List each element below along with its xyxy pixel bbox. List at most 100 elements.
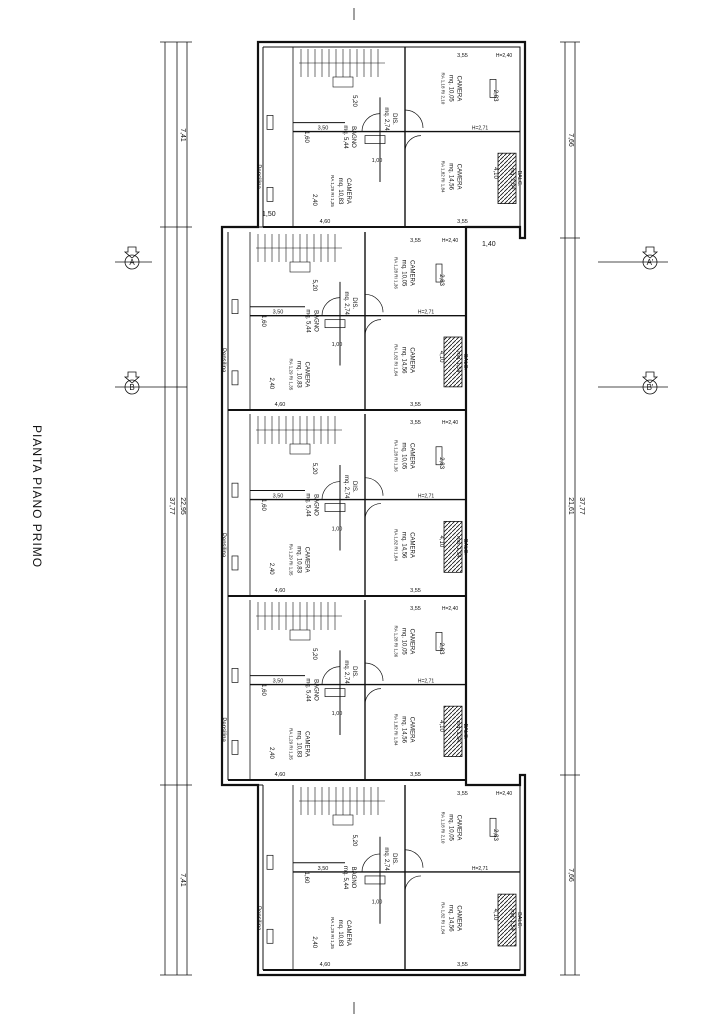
window <box>435 446 443 466</box>
room-area: mq. 1,54 <box>509 909 515 930</box>
door-swing <box>361 853 381 872</box>
room-ratio: RA 1,28 RI 1,36 <box>394 626 399 658</box>
dimension-label: 3,50 <box>318 866 329 872</box>
wardrobe <box>324 503 346 512</box>
wardrobe <box>324 688 346 697</box>
room-name-camera: CAMERA <box>409 629 415 655</box>
room-area: mq. 1,54 <box>455 351 461 372</box>
room-name-dis: DIS. <box>391 853 397 865</box>
room-area: mq. 10,05 <box>448 814 454 841</box>
window <box>266 928 274 944</box>
pensilina-label: Pensilina <box>220 348 226 373</box>
inner-wall-face <box>227 46 521 971</box>
dimension-label: 2,83 <box>492 829 498 841</box>
room-area: mq. 5,44 <box>342 866 348 890</box>
room-area: mq. 10,83 <box>337 920 343 947</box>
room-area: mq. 10,05 <box>448 75 454 102</box>
dimension-label: 1,60 <box>260 499 266 511</box>
room-ratio: RA 1,18 RI 2,10 <box>441 73 446 105</box>
room-name-camera: CAMERA <box>409 717 415 743</box>
dimension-label: 3,50 <box>273 679 284 685</box>
middle-length-right: 21,61 <box>567 497 574 515</box>
dimension-label: 4,10 <box>438 351 444 363</box>
dimension-label: 3,50 <box>318 126 329 132</box>
wall-dimension-right: 1,40 <box>482 241 496 248</box>
room-area: mq. 5,44 <box>305 493 311 517</box>
dimension-label: 2,40 <box>268 377 274 389</box>
room-area: mq. 10,83 <box>296 731 302 758</box>
dimension-label: 5,20 <box>311 648 317 660</box>
dimension-label: 2,40 <box>268 747 274 759</box>
dimension-label: 1,60 <box>260 684 266 696</box>
dimension-label: 4,60 <box>275 402 286 408</box>
room-name-balc: BALC. <box>516 170 522 186</box>
room-name-bagno: BAGNO <box>350 867 356 889</box>
room-area: mq. 14,56 <box>401 532 407 559</box>
height-label: H=2,71 <box>418 679 434 685</box>
balcony <box>443 520 463 573</box>
section-marker-a-left: A <box>115 246 152 270</box>
dimension-label: 3,55 <box>410 588 421 594</box>
window <box>489 817 497 837</box>
height-label: H=2,71 <box>418 494 434 500</box>
door-swing <box>404 135 422 152</box>
room-name-camera: CAMERA <box>409 443 415 469</box>
door-swing <box>364 293 384 313</box>
dimension-label: 3,55 <box>457 219 468 225</box>
room-ratio: RA 1,29 RI 1,35 <box>289 544 294 576</box>
room-ratio: RA 1,29 RI 1,35 <box>289 359 294 391</box>
section-b-right-label: B' <box>647 383 654 392</box>
dimension-label: 3,55 <box>410 402 421 408</box>
room-area: mq. 10,05 <box>401 628 407 655</box>
room-ratio: RA 1,28 RI 1,36 <box>394 440 399 472</box>
room-ratio: RA 1,28 RI 1,36 <box>394 257 399 289</box>
dimension-label: 1,00 <box>372 899 383 905</box>
pensilina-label: Pensilina <box>255 164 261 189</box>
room-name-balc: BALC. <box>462 539 468 555</box>
room-area: mq. 14,56 <box>448 905 454 932</box>
height-label: H=2,40 <box>442 606 458 612</box>
section-marker-b-left: B <box>115 371 187 395</box>
door-swing <box>404 875 422 892</box>
room-name-camera: CAMERA <box>345 178 351 204</box>
balcony <box>497 152 517 204</box>
middle-length-left: 22,95 <box>179 497 186 515</box>
room-ratio: RA 1,82 RI 1,84 <box>441 161 446 193</box>
height-label: H=2,71 <box>418 310 434 316</box>
window <box>489 79 497 98</box>
stair-landing <box>332 76 354 88</box>
room-area: mq. 2,74 <box>383 107 389 131</box>
room-name-balc: BALC. <box>516 912 522 928</box>
stair-landing <box>289 443 311 455</box>
height-label: H=2,40 <box>442 420 458 426</box>
window <box>266 187 274 202</box>
dimension-label: 2,83 <box>438 457 444 469</box>
end-length-right-bottom: 7,66 <box>567 868 574 882</box>
balcony <box>497 893 517 947</box>
dimension-label: 4,60 <box>320 962 331 968</box>
section-b-left-label: B <box>129 383 134 392</box>
room-area: mq. 2,74 <box>343 660 349 684</box>
room-name-dis: DIS. <box>351 481 357 493</box>
dimension-label: 4,10 <box>492 167 498 179</box>
dimension-label: 3,55 <box>457 791 468 797</box>
door-swing <box>364 319 382 336</box>
stair-landing <box>289 629 311 641</box>
window <box>435 632 443 651</box>
dimension-label: 1,00 <box>372 158 383 164</box>
door-swing <box>364 662 384 682</box>
dimension-label: 2,40 <box>268 563 274 575</box>
dimension-label: 1,00 <box>332 711 343 717</box>
dimension-label: 3,55 <box>410 606 421 612</box>
room-area: mq. 1,54 <box>455 721 461 742</box>
dimension-label: 1,60 <box>303 872 309 884</box>
room-area: mq. 10,05 <box>401 443 407 470</box>
window <box>231 299 239 314</box>
room-area: mq. 2,74 <box>383 847 389 871</box>
dimension-label: 2,83 <box>492 90 498 102</box>
room-area: mq. 10,83 <box>337 178 343 205</box>
room-name-bagno: BAGNO <box>313 310 319 332</box>
